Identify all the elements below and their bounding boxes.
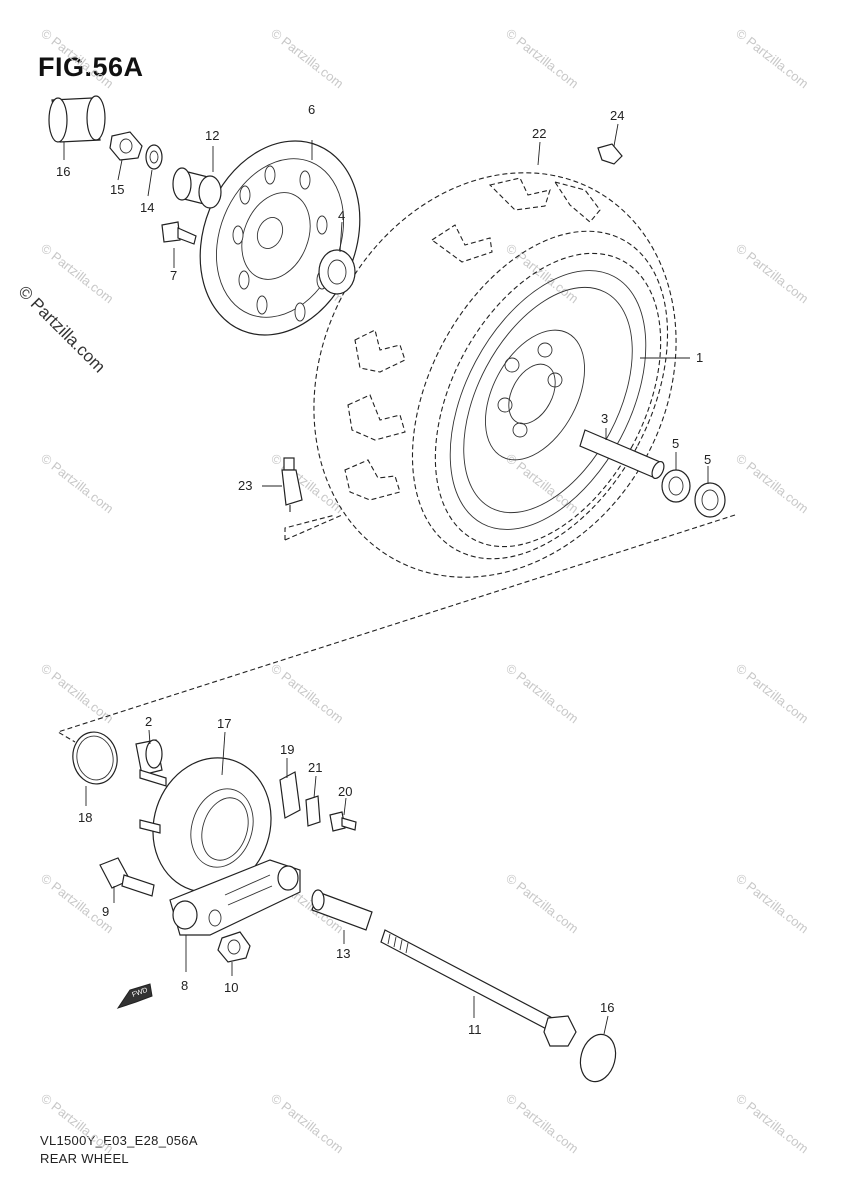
washer-part-21 <box>305 795 321 827</box>
tile-watermark: © Partzilla.com <box>733 871 811 937</box>
callout-15: 15 <box>110 182 124 197</box>
nut-part-10 <box>217 931 251 963</box>
callout-14: 14 <box>140 200 154 215</box>
tile-watermark: © Partzilla.com <box>733 451 811 517</box>
model-code: VL1500Y_E03_E28_056A <box>40 1133 198 1148</box>
tile-watermark: © Partzilla.com <box>733 1091 811 1157</box>
callout-16a: 16 <box>56 164 70 179</box>
tile-watermark: © Partzilla.com <box>38 26 116 92</box>
tile-watermark: © Partzilla.com <box>268 661 346 727</box>
tile-watermark: © Partzilla.com <box>268 451 346 517</box>
callout-5b: 5 <box>704 452 711 467</box>
tile-watermark: © Partzilla.com <box>38 661 116 727</box>
cap-part-16-lower <box>579 1033 617 1083</box>
bolt-part-20 <box>329 811 357 832</box>
tile-watermark: © Partzilla.com <box>503 26 581 92</box>
brake-disc-part-6 <box>199 140 361 336</box>
callout-20: 20 <box>338 784 352 799</box>
tile-watermark: © Partzilla.com <box>268 26 346 92</box>
callout-12: 12 <box>205 128 219 143</box>
spacer-part-12 <box>172 167 222 209</box>
washer-part-14 <box>145 144 163 170</box>
callout-16b: 16 <box>600 1000 614 1015</box>
tile-watermark: © Partzilla.com <box>733 241 811 307</box>
collar-part-2 <box>135 739 163 776</box>
tile-watermark: © Partzilla.com <box>268 1091 346 1157</box>
bearing-part-5b <box>694 482 726 518</box>
torque-link-part-8 <box>169 859 301 936</box>
section-name: REAR WHEEL <box>40 1151 129 1166</box>
drum-part-17 <box>139 757 272 893</box>
tile-watermark: © Partzilla.com <box>503 1091 581 1157</box>
spacer-part-3 <box>579 429 665 480</box>
callout-18: 18 <box>78 810 92 825</box>
assembly-line <box>56 514 736 743</box>
callout-24: 24 <box>610 108 624 123</box>
callout-3: 3 <box>601 411 608 426</box>
callout-10: 10 <box>224 980 238 995</box>
tile-watermark: © Partzilla.com <box>733 661 811 727</box>
bearing-part-4 <box>318 249 356 295</box>
callout-22: 22 <box>532 126 546 141</box>
tile-watermark: © Partzilla.com <box>503 661 581 727</box>
callout-19: 19 <box>280 742 294 757</box>
valve-leader-line <box>284 514 343 541</box>
callout-11: 11 <box>468 1022 482 1037</box>
callout-labels: 1 2 3 4 5 5 6 7 8 9 10 11 12 13 14 15 16… <box>56 102 711 1037</box>
figure-title: FIG.56A <box>38 52 144 82</box>
rim-part-1 <box>449 270 647 530</box>
fwd-arrow-icon: FWD <box>116 983 153 1009</box>
o-ring-part-18 <box>72 731 118 785</box>
callout-1: 1 <box>696 350 703 365</box>
valve-part-23 <box>281 457 303 512</box>
cap-part-16-upper <box>48 95 106 143</box>
bolt-part-9 <box>99 857 155 897</box>
axle-part-11 <box>380 929 577 1047</box>
tile-watermark: © Partzilla.com <box>38 451 116 517</box>
callout-21: 21 <box>308 760 322 775</box>
bolt-part-7 <box>161 221 197 245</box>
spacer-part-13 <box>311 889 373 931</box>
callout-4: 4 <box>338 208 345 223</box>
clip-part-24 <box>597 143 623 165</box>
bearing-part-5a <box>661 469 691 503</box>
tile-watermark: © Partzilla.com <box>733 26 811 92</box>
callout-7: 7 <box>170 268 177 283</box>
callout-23: 23 <box>238 478 252 493</box>
callout-13: 13 <box>336 946 350 961</box>
callout-17: 17 <box>217 716 231 731</box>
tile-watermark: © Partzilla.com <box>503 871 581 937</box>
tile-watermark: © Partzilla.com <box>38 241 116 307</box>
callout-2: 2 <box>145 714 152 729</box>
watermark-layer: © Partzilla.com © Partzilla.com © Partzill… <box>38 26 811 1157</box>
leader-lines <box>63 123 709 1035</box>
callout-5a: 5 <box>672 436 679 451</box>
plate-part-19 <box>279 771 301 819</box>
tile-watermark: © Partzilla.com <box>38 1091 116 1157</box>
callout-8: 8 <box>181 978 188 993</box>
callout-9: 9 <box>102 904 109 919</box>
nut-part-15 <box>109 131 143 161</box>
callout-6: 6 <box>308 102 315 117</box>
